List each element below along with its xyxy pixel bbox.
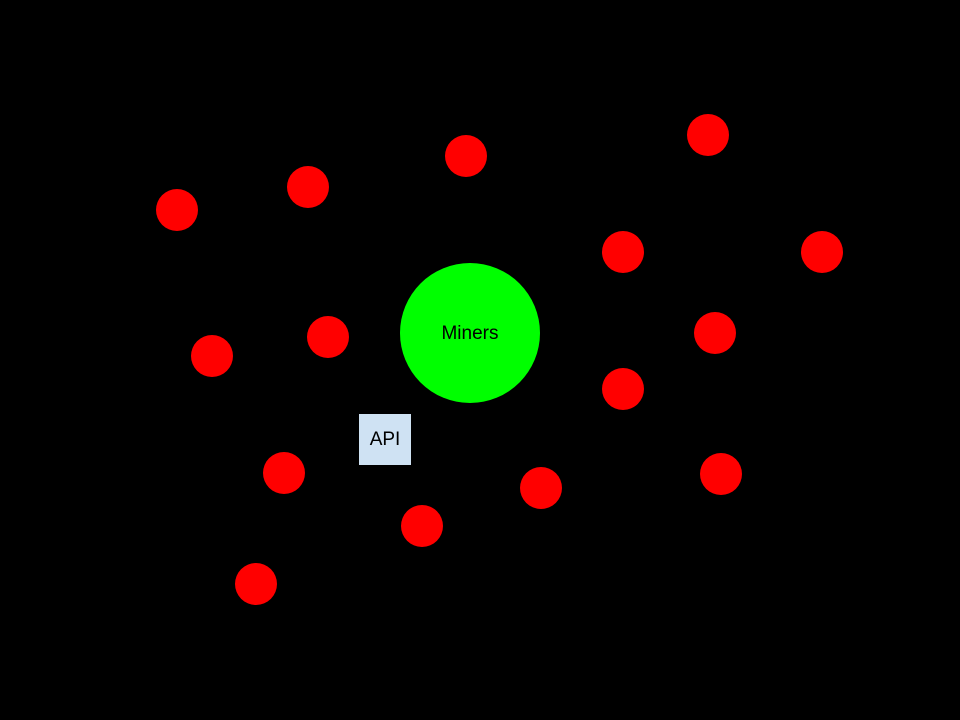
red-node[interactable] xyxy=(191,335,233,377)
red-node[interactable] xyxy=(287,166,329,208)
red-node[interactable] xyxy=(694,312,736,354)
red-node[interactable] xyxy=(801,231,843,273)
red-node[interactable] xyxy=(700,453,742,495)
red-node[interactable] xyxy=(445,135,487,177)
red-node[interactable] xyxy=(602,368,644,410)
red-node[interactable] xyxy=(263,452,305,494)
red-node[interactable] xyxy=(687,114,729,156)
api-label: API xyxy=(369,429,401,450)
red-node[interactable] xyxy=(156,189,198,231)
miners-circle[interactable]: Miners xyxy=(400,263,540,403)
red-node[interactable] xyxy=(401,505,443,547)
red-node[interactable] xyxy=(307,316,349,358)
red-node[interactable] xyxy=(520,467,562,509)
red-node[interactable] xyxy=(235,563,277,605)
miners-label: Miners xyxy=(441,322,499,344)
api-box[interactable]: API xyxy=(359,414,411,465)
red-node[interactable] xyxy=(602,231,644,273)
